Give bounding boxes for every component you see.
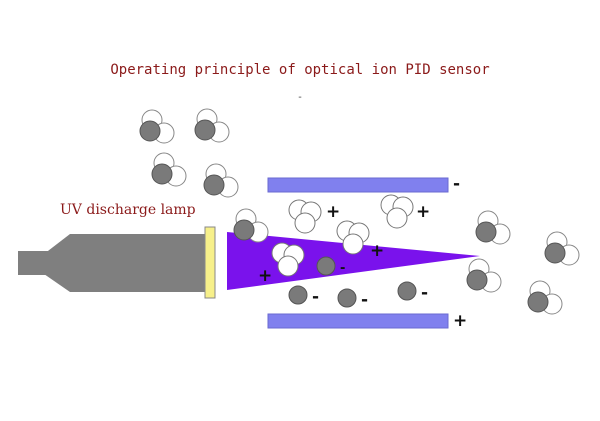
neutral-molecule <box>151 152 187 187</box>
positive-ion-sign: + <box>258 266 272 286</box>
electrode-bottom <box>267 313 449 329</box>
title-dash: - <box>297 92 304 103</box>
electron-sign: - <box>340 261 345 276</box>
electron-sign: - <box>421 283 428 303</box>
positive-ion <box>288 199 322 234</box>
electrode-top <box>267 177 449 193</box>
positive-ion-sign: + <box>416 202 430 222</box>
neutral-molecule <box>475 210 511 245</box>
neutral-molecule <box>466 258 502 293</box>
neutral-molecule <box>194 108 230 143</box>
electron-sign: - <box>361 290 368 310</box>
neutral-molecule <box>527 280 563 315</box>
electrode-bottom-sign: + <box>453 311 467 331</box>
positive-ion-sign: + <box>326 202 340 222</box>
diagram-title: Operating principle of optical ion PID s… <box>110 62 490 78</box>
uv-lamp-label: UV discharge lamp <box>60 202 196 218</box>
lamp-window <box>204 226 216 299</box>
electron <box>288 285 308 305</box>
electrode-top-sign: - <box>453 174 460 194</box>
electron <box>397 281 417 301</box>
neutral-molecule <box>233 208 269 243</box>
neutral-molecule <box>203 163 239 198</box>
uv-discharge-lamp <box>18 226 216 299</box>
lamp-nozzle <box>18 251 48 275</box>
positive-ion <box>380 194 414 229</box>
neutral-molecule <box>139 109 175 144</box>
electron <box>316 256 336 276</box>
electron <box>337 288 357 308</box>
electron-sign: - <box>312 287 319 307</box>
lamp-body <box>44 234 205 292</box>
positive-ion-sign: + <box>370 241 384 261</box>
neutral-molecule <box>544 231 580 266</box>
